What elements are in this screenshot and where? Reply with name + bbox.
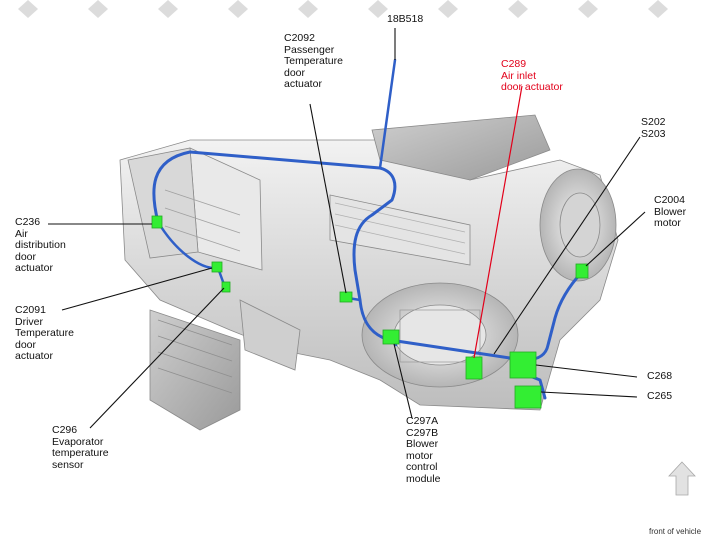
connector-c296 bbox=[221, 281, 231, 293]
watermark-strip bbox=[18, 0, 668, 18]
connector-c2091 bbox=[211, 261, 223, 273]
connector-c289 bbox=[465, 356, 483, 380]
front-of-vehicle-label: front of vehicle bbox=[649, 527, 702, 536]
label-s202-s203: S202 S203 bbox=[641, 116, 666, 140]
label-c297: C297A C297B Blower motor control module bbox=[406, 415, 441, 485]
label-c265: C265 bbox=[647, 390, 673, 402]
label-c289: C289 Air inlet door actuator bbox=[501, 58, 563, 93]
label-c296: C296 Evaporator temperature sensor bbox=[52, 424, 109, 471]
connector-c265 bbox=[514, 385, 542, 409]
hvac-housing bbox=[119, 114, 619, 431]
connector-c2004 bbox=[575, 263, 589, 279]
label-c2004: C2004 Blower motor bbox=[654, 194, 687, 229]
connector-c2092 bbox=[339, 291, 353, 303]
up-arrow-icon bbox=[668, 461, 696, 496]
label-c2091: C2091 Driver Temperature door actuator bbox=[15, 304, 74, 362]
leader-line-c289 bbox=[473, 85, 523, 359]
label-c268: C268 bbox=[647, 370, 673, 382]
label-c236: C236 Air distribution door actuator bbox=[15, 216, 66, 274]
connectors bbox=[151, 215, 589, 409]
label-c2092: C2092 Passenger Temperature door actuato… bbox=[284, 32, 343, 90]
connector-c236 bbox=[151, 215, 163, 229]
leader-lines bbox=[48, 28, 646, 429]
connector-c297 bbox=[382, 329, 400, 345]
connector-c268 bbox=[509, 351, 537, 379]
label-18b518: 18B518 bbox=[387, 13, 424, 25]
